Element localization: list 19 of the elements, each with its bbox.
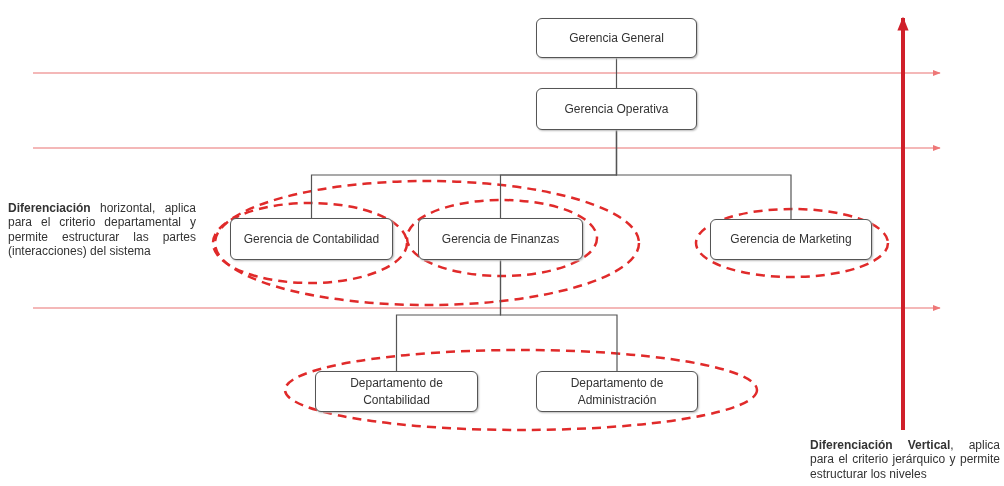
- connector-line: [615, 129, 792, 220]
- note-text: Diferenciación Vertical, aplica para el criterio jerárquico y permite estructurar los niveles: [810, 438, 1000, 482]
- box-label: Departamento de Contabilidad: [349, 375, 444, 408]
- org-box: [315, 371, 478, 412]
- connector-line: [615, 57, 618, 89]
- box-label: Gerencia de Contabilidad: [242, 230, 381, 248]
- org-box: [418, 218, 583, 260]
- box-label: Gerencia Operativa: [563, 100, 670, 118]
- box-label: Gerencia General: [568, 29, 665, 47]
- org-box: [536, 18, 697, 58]
- box-label: Departamento de Administración: [569, 375, 665, 408]
- org-box: [536, 88, 697, 130]
- box-label: Gerencia de Marketing: [729, 231, 853, 248]
- org-box: [710, 219, 872, 260]
- connector-line: [499, 259, 618, 372]
- box-label: Gerencia de Finanzas: [440, 230, 561, 248]
- note-text: Diferenciación horizontal, aplica para el criterio departamental y permite estructurar las partes (interacciones) del sistema: [8, 201, 196, 259]
- org-box: [536, 371, 698, 412]
- org-box: [230, 218, 393, 260]
